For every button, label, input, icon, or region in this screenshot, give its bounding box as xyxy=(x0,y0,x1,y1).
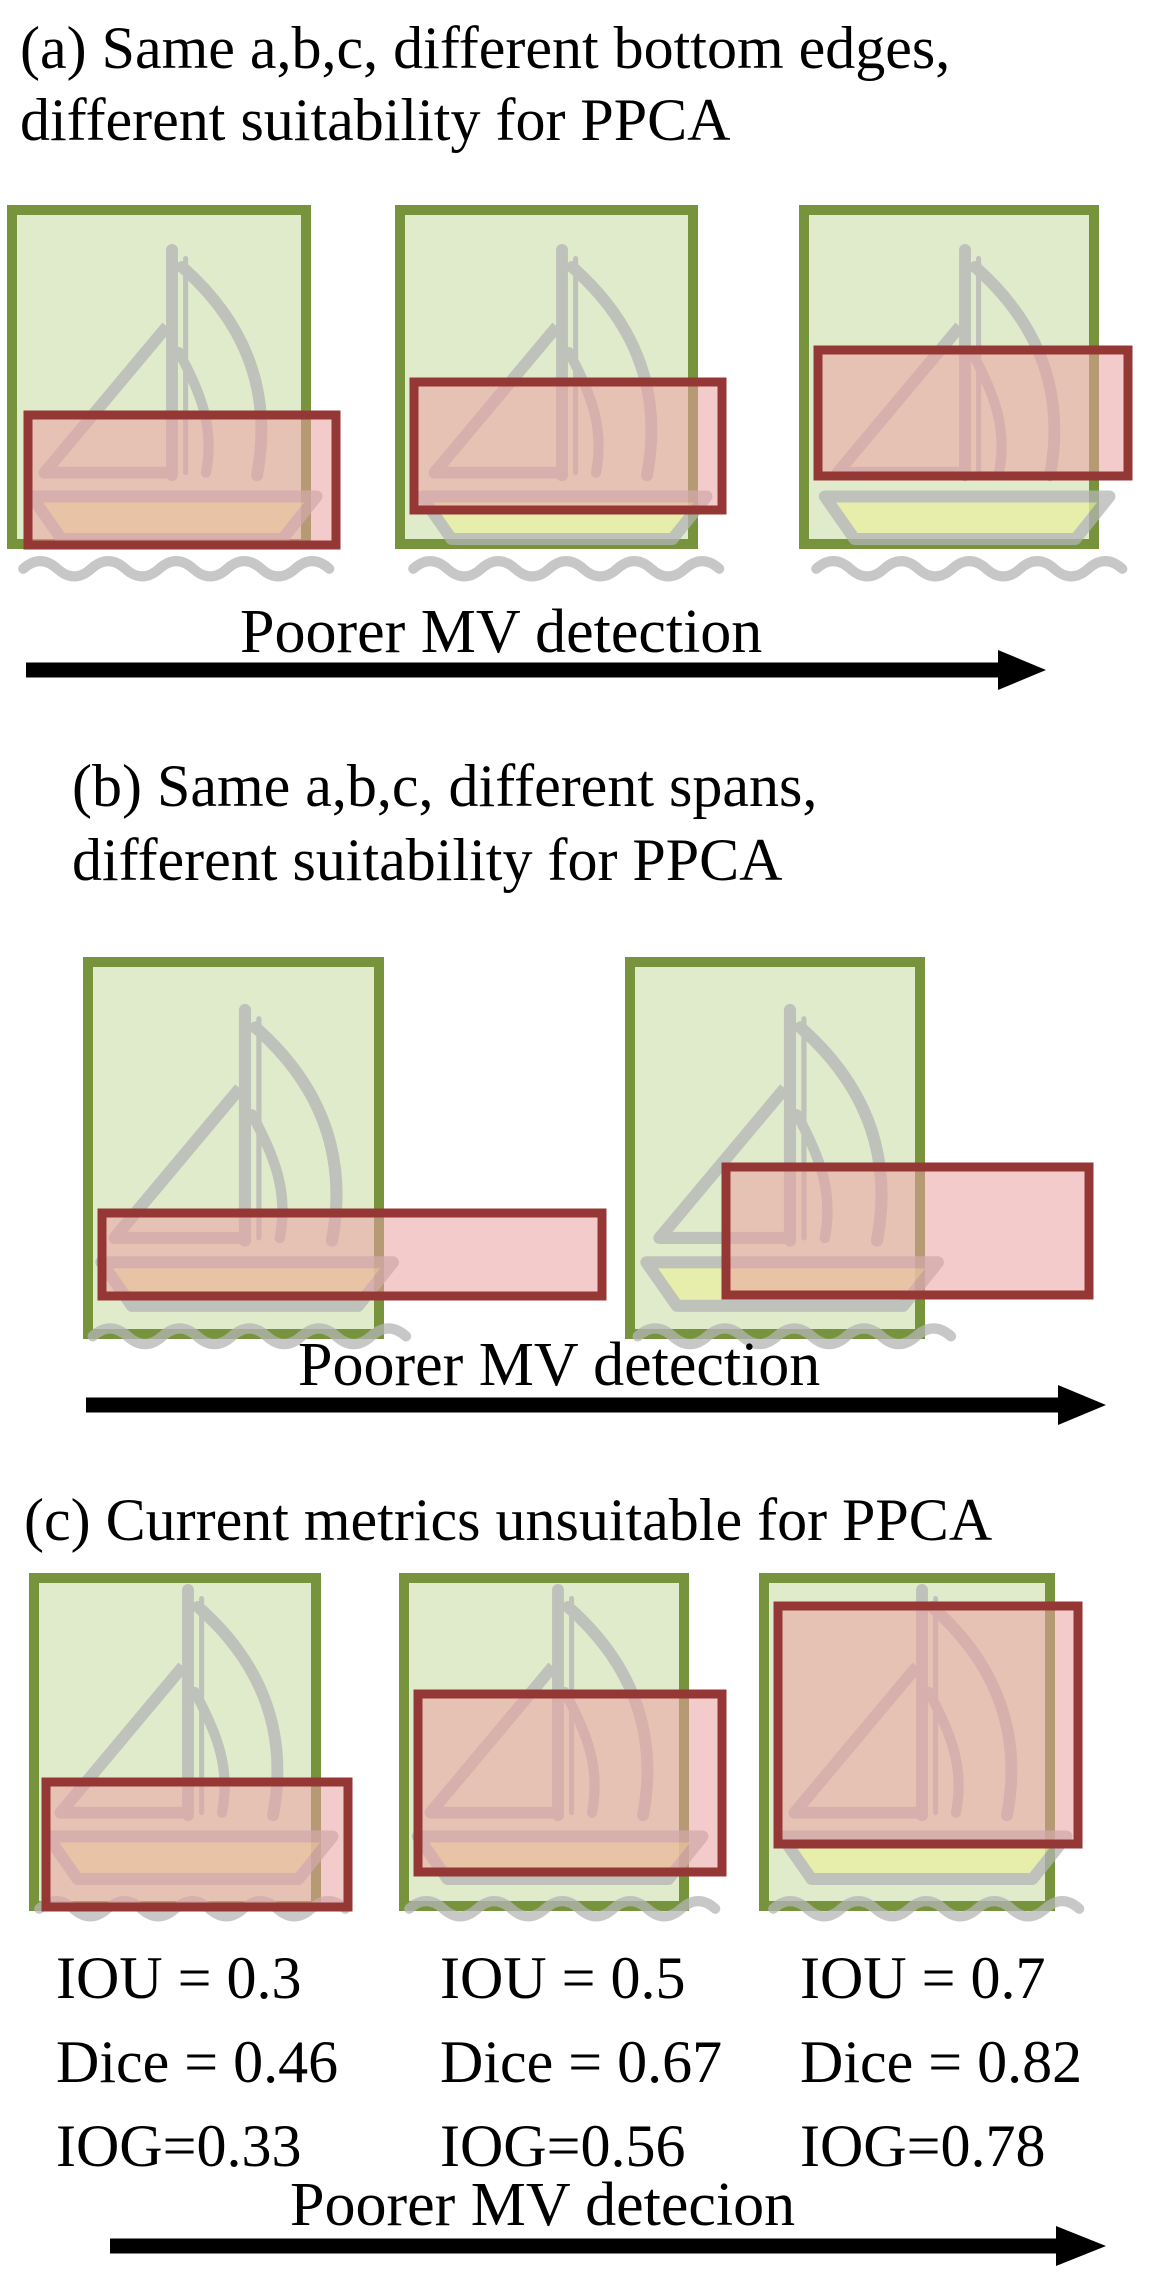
panel-a-example-2 xyxy=(395,205,727,576)
panel-c-example-1 xyxy=(29,1573,353,1916)
panel-c-arrow-label: Poorer MV detecion xyxy=(290,2171,795,2239)
panel-a-example-3 xyxy=(799,205,1133,576)
iou-value: IOU = 0.3 xyxy=(56,1945,301,2011)
iou-value: IOU = 0.5 xyxy=(440,1945,685,2011)
iog-value: IOG=0.33 xyxy=(56,2113,301,2179)
panel-a-example-1 xyxy=(7,205,341,576)
panel-b-example-2 xyxy=(625,957,1094,1344)
detection-box xyxy=(813,345,1133,481)
panel-b: (b) Same a,b,c, different spans, differe… xyxy=(72,753,1106,1425)
panel-b-example-1 xyxy=(83,957,607,1344)
detection-box xyxy=(97,1208,607,1301)
panel-a-caption-line1: (a) Same a,b,c, different bottom edges, xyxy=(20,15,950,81)
panel-a: (a) Same a,b,c, different bottom edges, … xyxy=(7,15,1133,690)
panel-a-arrow xyxy=(26,650,1046,690)
panel-b-arrow xyxy=(86,1385,1106,1425)
detection-box xyxy=(41,1777,353,1912)
metrics-column-1: IOU = 0.3 Dice = 0.46 IOG=0.33 xyxy=(56,1945,338,2179)
panel-c-example-3 xyxy=(759,1573,1083,1916)
panel-b-caption-line1: (b) Same a,b,c, different spans, xyxy=(72,753,817,819)
panel-b-caption-line2: different suitability for PPCA xyxy=(72,827,783,893)
detection-box xyxy=(23,410,341,550)
detection-box xyxy=(409,377,727,515)
detection-box xyxy=(413,1689,727,1877)
panel-a-arrow-label: Poorer MV detection xyxy=(240,598,762,666)
dice-value: Dice = 0.82 xyxy=(800,2029,1082,2095)
panel-a-caption-line2: different suitability for PPCA xyxy=(20,87,731,153)
dice-value: Dice = 0.46 xyxy=(56,2029,338,2095)
panel-c-caption: (c) Current metrics unsuitable for PPCA xyxy=(24,1487,992,1553)
panel-c-arrow xyxy=(110,2226,1106,2266)
panel-c: (c) Current metrics unsuitable for PPCA … xyxy=(24,1487,1106,2266)
iog-value: IOG=0.78 xyxy=(800,2113,1045,2179)
detection-box xyxy=(721,1162,1094,1300)
panel-b-arrow-label: Poorer MV detection xyxy=(298,1331,820,1399)
detection-box xyxy=(773,1601,1083,1849)
iou-value: IOU = 0.7 xyxy=(800,1945,1045,2011)
metrics-column-2: IOU = 0.5 Dice = 0.67 IOG=0.56 xyxy=(440,1945,722,2179)
panel-c-example-2 xyxy=(399,1573,727,1916)
iog-value: IOG=0.56 xyxy=(440,2113,685,2179)
metrics-column-3: IOU = 0.7 Dice = 0.82 IOG=0.78 xyxy=(800,1945,1082,2179)
dice-value: Dice = 0.67 xyxy=(440,2029,722,2095)
